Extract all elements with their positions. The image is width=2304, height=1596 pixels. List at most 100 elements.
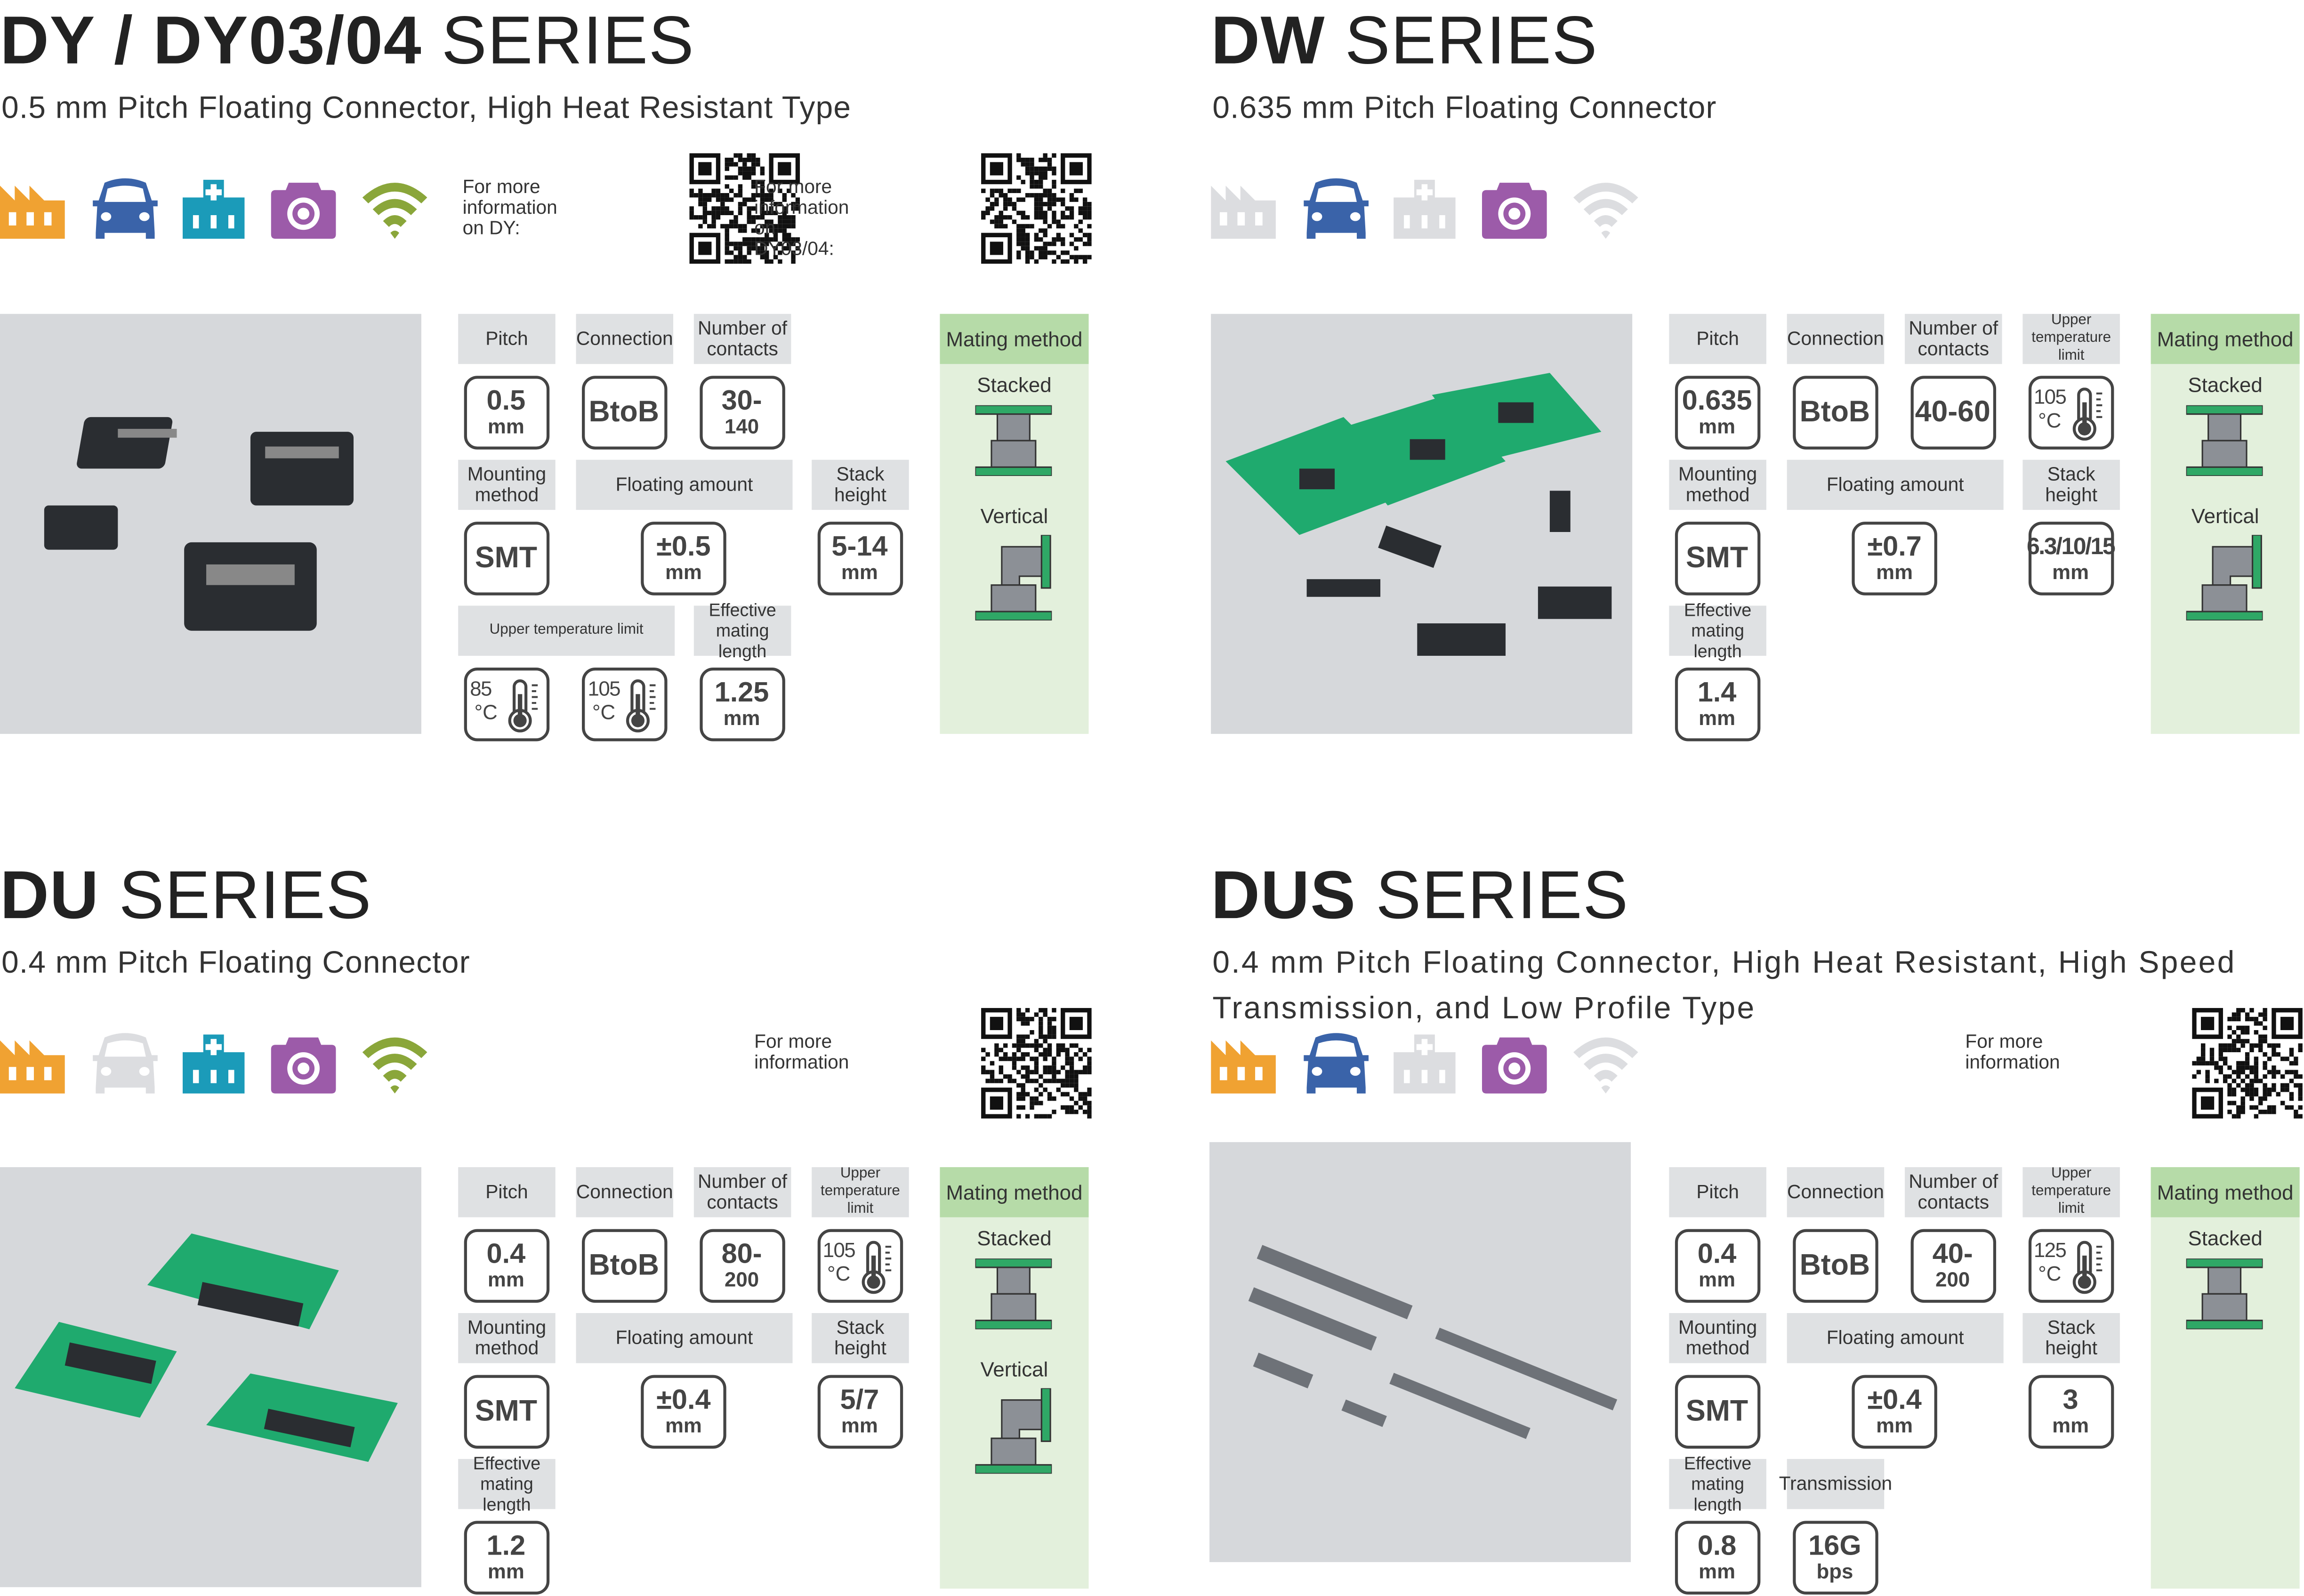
spec-value-mounting-method: SMT [463,1375,549,1449]
mating-method-header: Mating method [2151,314,2300,364]
spec-value-upper-temperature-limit: 85°C [464,667,550,742]
wifi-icon [1571,174,1641,242]
medical-icon [1391,1029,1461,1096]
value-main: ±0.4 [1867,1385,1922,1417]
spec-label-number-of-contacts: Number of contacts [1905,1167,2002,1217]
qr-code-image [689,153,800,264]
value-main: 40-60 [1915,396,1990,429]
value-main: 0.4 [486,1239,526,1271]
value-unit: mm [2052,1413,2089,1437]
series-suffix: SERIES [99,856,372,933]
spec-value-number-of-contacts: 40-200 [1910,1229,1996,1303]
temperature-value: 105 [822,1238,856,1262]
spec-label-pitch: Pitch [1669,1167,1766,1217]
mating-method-header: Mating method [2151,1167,2300,1217]
car-icon [90,1029,161,1096]
spec-value-upper-temperature-limit: 105°C [2028,376,2113,450]
spec-label-effective-mating-length: Effective mating length [1669,1453,1766,1515]
value-unit: mm [487,1267,524,1291]
medical-icon [1391,174,1461,242]
thermometer-icon [2070,387,2106,448]
value-main: 1.2 [486,1531,526,1563]
wifi-icon [362,1037,427,1094]
medical-icon [1394,1034,1456,1094]
spec-label-floating-amount: Floating amount [576,1313,793,1363]
wifi-icon [360,1029,430,1096]
value-unit: mm [841,560,878,584]
value-unit: mm [1699,414,1736,438]
value-unit: mm [841,1413,878,1437]
product-photo [1211,314,1633,734]
value-main: 40- [1932,1239,1973,1271]
series-subtitle: 0.635 mm Pitch Floating Connector [1212,91,1717,126]
product-photo [0,314,421,734]
thermometer-icon [508,679,538,733]
value-unit: mm [665,560,702,584]
qr-label: For more information on DY: [462,175,557,239]
value-main: BtoB [588,396,659,429]
value-unit: mm [487,414,524,438]
spec-value-connection: BtoB [581,1229,667,1303]
series-title: DW SERIES [1211,3,1598,77]
spec-value-upper-temperature-limit: 125°C [2028,1229,2113,1303]
value-main: 16G [1808,1531,1861,1563]
temperature-unit: °C [474,700,498,724]
spec-label-number-of-contacts: Number of contacts [693,314,791,364]
product-photo-image [1225,372,1612,656]
spec-label-mounting-method: Mounting method [1669,459,1766,510]
spec-label-number-of-contacts: Number of contacts [1905,314,2002,364]
temperature-unit: °C [827,1261,851,1285]
series-suffix: SERIES [1325,1,1598,78]
value-main: 5-14 [831,532,888,563]
wifi-icon [1571,1029,1641,1096]
value-unit: mm [487,1559,524,1583]
product-photo-image [1248,1245,1618,1439]
camera-icon [270,174,340,242]
spec-label-floating-amount: Floating amount [576,459,793,510]
camera-icon [1481,174,1551,242]
medical-icon [180,174,250,242]
wifi-icon [1573,183,1638,239]
value-unit: mm [1699,706,1736,730]
spec-label-mounting-method: Mounting method [1669,1313,1766,1363]
stacked-mating-diagram [975,1258,1052,1330]
camera-icon [271,1037,336,1094]
qr-code-image [981,1008,1092,1119]
spec-value-upper-temperature-limit: 105°C [582,667,668,742]
value-main: 0.635 [1682,386,1752,417]
spec-value-number-of-contacts: 30-140 [699,376,785,450]
value-main: ±0.4 [656,1385,711,1417]
car-icon [1304,1033,1369,1094]
value-unit: mm [1876,1413,1913,1437]
value-main: 5/7 [840,1385,879,1417]
value-unit: 200 [1935,1267,1970,1291]
factory-icon [1211,1029,1281,1096]
value-unit: 200 [724,1267,759,1291]
car-icon [1301,174,1371,242]
spec-value-mounting-method: SMT [1674,522,1760,596]
value-main: 1.4 [1697,677,1737,709]
factory-icon [0,1029,71,1096]
qr-label: For more information [1965,1030,2060,1073]
value-main: SMT [475,1395,537,1428]
spec-label-connection: Connection [576,1167,674,1217]
value-main: 0.4 [1697,1239,1737,1271]
factory-icon [0,174,71,242]
camera-icon [270,1029,340,1096]
temperature-value: 105 [2033,384,2067,409]
mating-method-header: Mating method [940,314,1089,364]
temperature-value: 105 [588,676,621,700]
series-name: DUS [1211,856,1356,933]
